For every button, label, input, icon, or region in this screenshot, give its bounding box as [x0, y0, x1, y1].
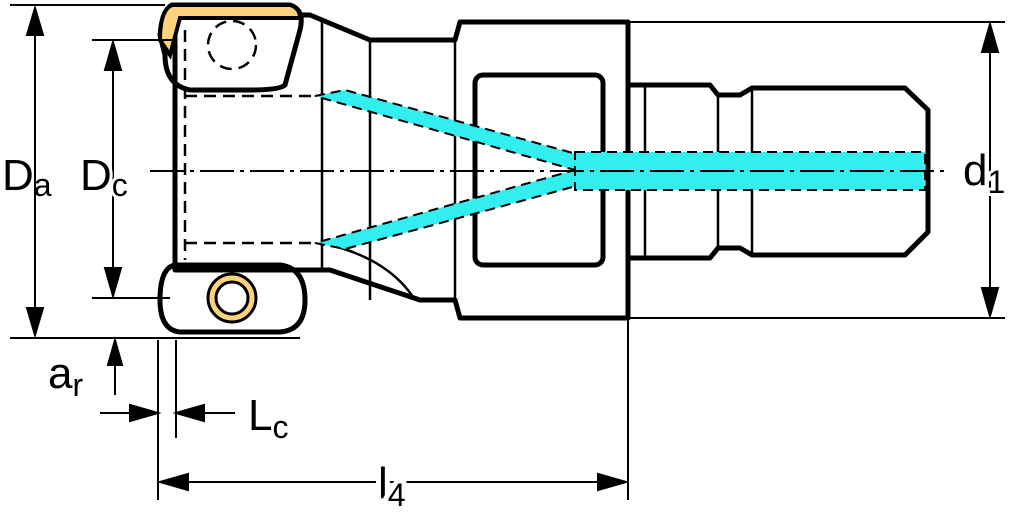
flute-curve — [329, 243, 417, 301]
screw-hidden — [206, 19, 258, 71]
shank — [625, 82, 931, 261]
label-Dc: Dc — [80, 151, 128, 203]
label-l4: l4 — [378, 459, 406, 513]
screw-hole — [214, 280, 250, 316]
label-Lc: Lc — [248, 391, 288, 445]
label-ar: ar — [48, 349, 83, 403]
dimension-lines — [10, 4, 1005, 500]
coolant-channel-upper — [314, 88, 582, 172]
insert-top-face — [157, 2, 303, 60]
label-Da: Da — [2, 151, 52, 203]
insert-bottom — [157, 262, 308, 335]
label-d1: d1 — [963, 146, 1005, 200]
coolant-channel-lower — [314, 168, 582, 251]
